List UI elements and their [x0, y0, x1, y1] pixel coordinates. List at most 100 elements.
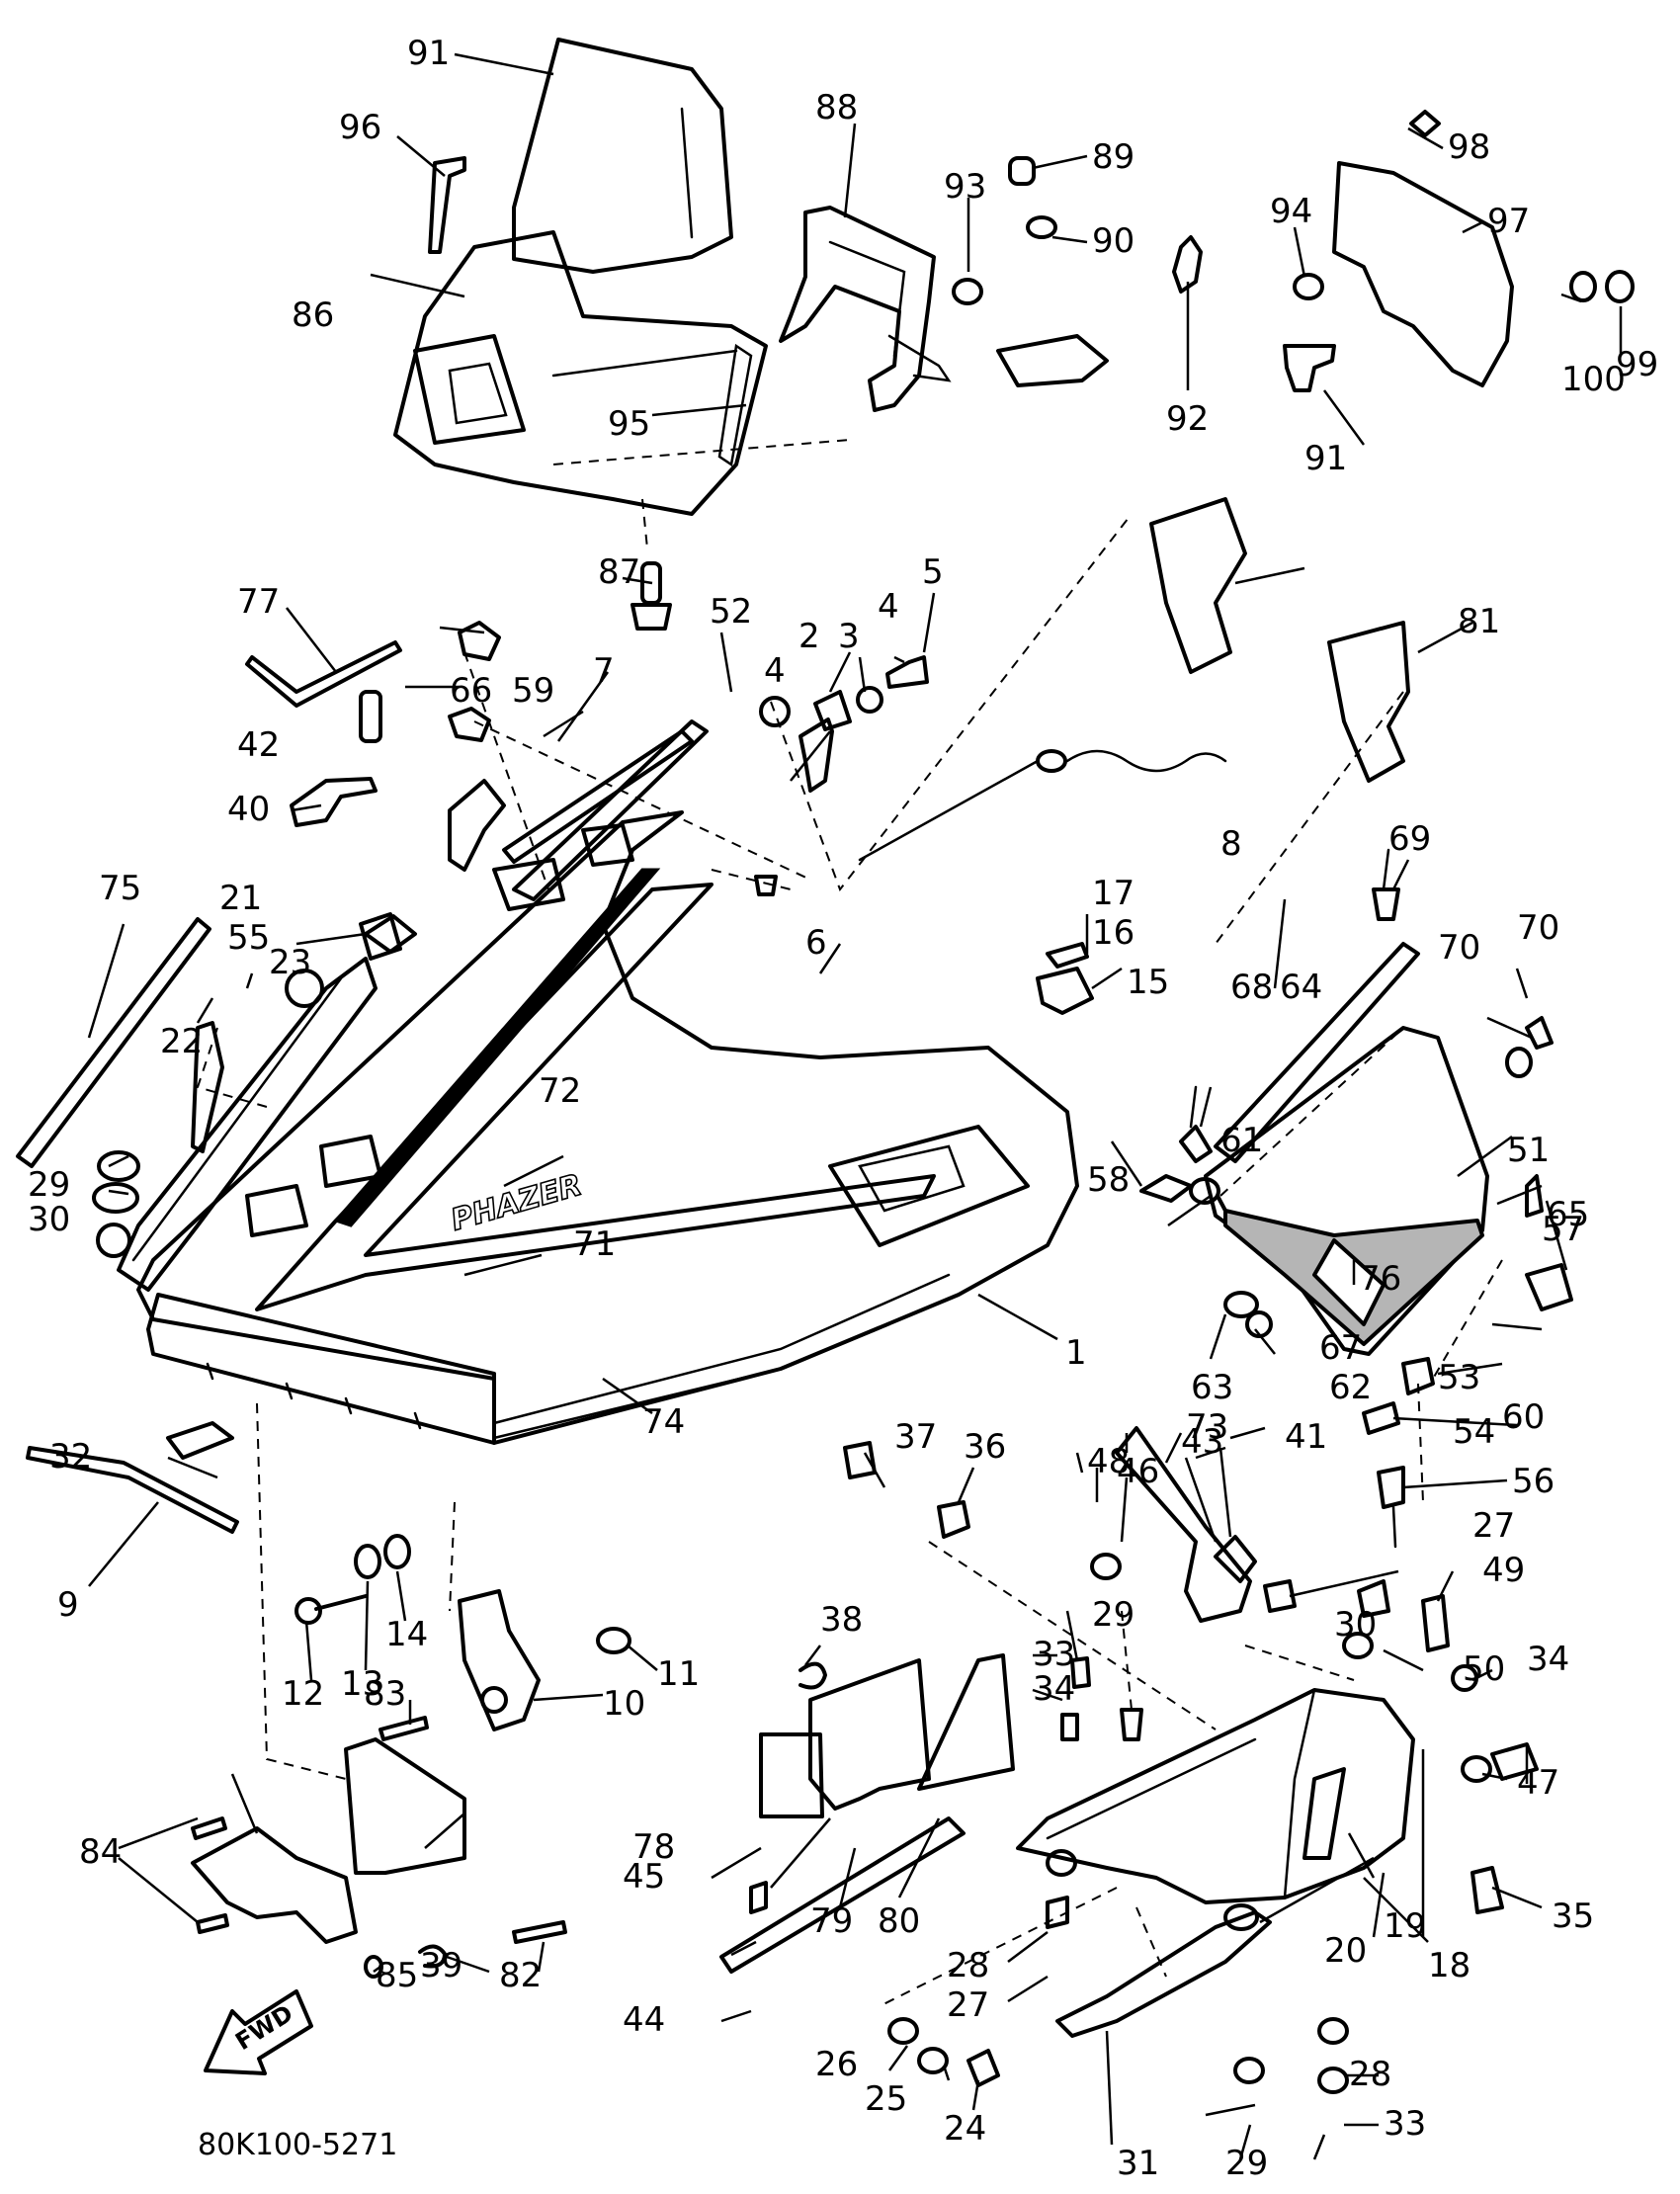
cover-78 — [1327, 621, 1410, 783]
windshield-bracket-85 — [779, 206, 952, 412]
callout: 93 — [944, 167, 986, 207]
hood-stripe-69 — [255, 883, 936, 1311]
callout-labels: 1 2 3 4 4 5 6 7 8 9 10 11 12 13 14 15 16… — [28, 34, 1658, 2183]
callout: 64 — [1280, 968, 1322, 1007]
callout: 66 — [450, 671, 492, 711]
callout: 11 — [657, 1654, 700, 1694]
small-parts-bottom — [191, 1441, 1539, 2094]
callout: 99 — [1616, 345, 1658, 384]
callout: 18 — [1428, 1946, 1470, 1985]
callout: 50 — [1463, 1649, 1505, 1689]
assembly-lines — [196, 439, 1503, 2007]
callout: 29 — [1092, 1595, 1134, 1635]
callout: 22 — [160, 1022, 203, 1061]
callout: 15 — [1127, 963, 1169, 1002]
leader-lines — [87, 52, 1623, 2160]
callout: 69 — [1388, 819, 1431, 859]
callout: 3 — [838, 617, 860, 656]
strap-74-hook-40 — [245, 640, 402, 827]
callout: 45 — [623, 1857, 665, 1897]
callout: 53 — [1438, 1358, 1480, 1397]
callout: 88 — [815, 88, 858, 127]
callout: 30 — [1334, 1605, 1377, 1645]
callout: 71 — [573, 1224, 616, 1264]
callout: 21 — [219, 879, 262, 918]
callout: 100 — [1561, 360, 1626, 399]
callout: 60 — [1502, 1397, 1545, 1437]
callout: 82 — [499, 1956, 542, 1995]
callout: 81 — [1458, 602, 1500, 641]
callout: 26 — [815, 2045, 858, 2084]
headlight-cowl-83 — [393, 230, 768, 516]
callout: 28 — [1349, 2055, 1391, 2094]
callout: 63 — [1191, 1368, 1233, 1407]
callout: 52 — [710, 592, 752, 632]
small-parts-hood — [92, 621, 1227, 1258]
mesh-75-76-77 — [759, 1653, 1015, 1818]
callout: 20 — [1324, 1931, 1367, 1971]
callout: 68 — [1230, 968, 1273, 1007]
hood-bracket-10 — [458, 1589, 541, 1731]
trim-51 — [512, 719, 709, 901]
bracket-89 — [1283, 344, 1336, 392]
callout: 27 — [1472, 1506, 1515, 1546]
callout: 86 — [292, 295, 334, 335]
callout: 78 — [632, 1827, 675, 1867]
callout: 65 — [1547, 1195, 1589, 1234]
callout: 44 — [623, 2000, 665, 2040]
callout: 28 — [947, 1946, 989, 1985]
callout: 24 — [944, 2109, 986, 2149]
callout: 79 — [810, 1901, 853, 1941]
latch-assembly — [448, 779, 506, 872]
hood-side-trim-21 — [117, 957, 378, 1292]
panel-rail-65 — [1214, 942, 1420, 1163]
callout: 74 — [642, 1402, 685, 1442]
small-parts-top — [428, 110, 1635, 631]
callout: 33 — [1033, 1635, 1075, 1674]
callout: 77 — [237, 582, 280, 622]
callout: 17 — [1092, 874, 1134, 913]
callout: 37 — [894, 1417, 937, 1457]
callout: 29 — [28, 1165, 70, 1205]
callout: 29 — [1225, 2144, 1268, 2183]
callout: 94 — [1270, 192, 1312, 231]
callout: 58 — [1087, 1160, 1130, 1200]
windshield-88 — [512, 38, 733, 274]
callout: 61 — [1220, 1121, 1263, 1160]
forward-direction-arrow: FWD — [204, 1989, 313, 2075]
trim-72 — [16, 917, 211, 1168]
callout: 23 — [269, 943, 311, 982]
callout: 96 — [339, 108, 381, 147]
forward-arrow-label: FWD — [230, 1999, 297, 2056]
callout: 43 — [1181, 1422, 1223, 1462]
windshield-trim-92 — [717, 343, 753, 467]
callout: 75 — [99, 869, 141, 908]
fasteners-12-14-11 — [294, 1534, 631, 1654]
callout: 84 — [79, 1832, 122, 1872]
callout: 59 — [512, 671, 554, 711]
callout: 34 — [1033, 1669, 1075, 1709]
callout: 42 — [237, 725, 280, 765]
callout: 47 — [1517, 1763, 1559, 1803]
callout: 83 — [364, 1674, 406, 1714]
callout: 95 — [608, 404, 650, 444]
callout: 34 — [1527, 1640, 1569, 1679]
callout: 56 — [1512, 1462, 1554, 1501]
callout: 4 — [878, 587, 899, 627]
brace-31 — [1055, 1910, 1272, 2038]
callout: 32 — [49, 1437, 92, 1477]
callout: 1 — [1065, 1333, 1087, 1373]
callout: 46 — [1117, 1452, 1159, 1491]
callout: 57 — [1542, 1210, 1584, 1249]
callout: 36 — [964, 1427, 1006, 1467]
callout: 30 — [28, 1200, 70, 1239]
callout: 49 — [1482, 1551, 1525, 1590]
callout: 54 — [1453, 1412, 1495, 1452]
callout: 16 — [1092, 913, 1134, 953]
callout: 70 — [1438, 928, 1480, 968]
callout: 6 — [805, 923, 827, 963]
callout: 73 — [1186, 1407, 1228, 1447]
callout: 2 — [798, 617, 820, 656]
bracket-94 — [1332, 161, 1514, 387]
callout: 38 — [820, 1600, 863, 1640]
